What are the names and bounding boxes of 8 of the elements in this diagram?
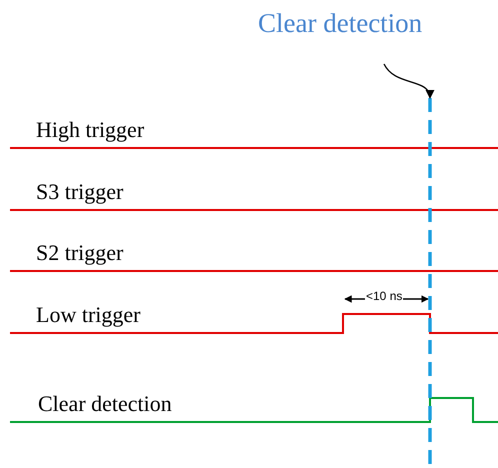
leader-line	[383, 64, 434, 99]
signal-label: High trigger	[36, 117, 144, 143]
heading-label: Clear detection	[258, 6, 422, 40]
signal-label: Low trigger	[36, 302, 140, 328]
dimension-label: <10 ns	[365, 289, 404, 303]
signal-label: S3 trigger	[36, 179, 124, 205]
signal-label: Clear detection	[38, 391, 172, 417]
signal-label: S2 trigger	[36, 240, 124, 266]
